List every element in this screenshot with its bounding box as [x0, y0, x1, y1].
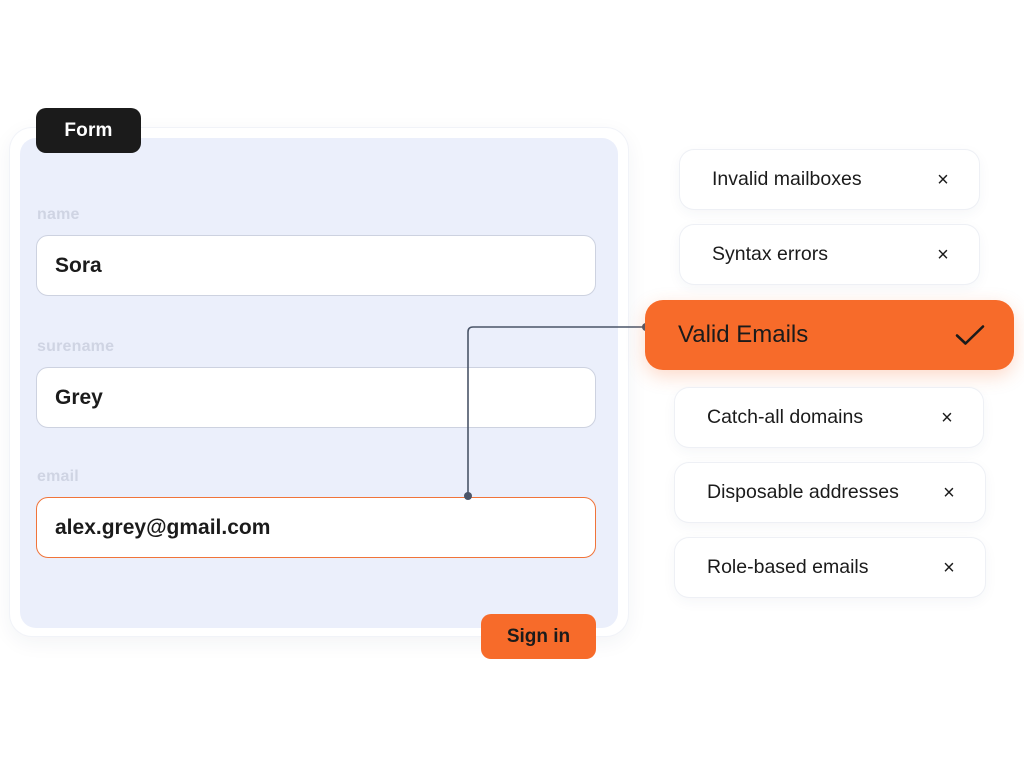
close-icon[interactable]: × — [937, 168, 949, 191]
surename-label: surename — [37, 338, 115, 355]
name-field[interactable]: Sora — [36, 235, 596, 296]
email-field[interactable]: alex.grey@gmail.com — [36, 497, 596, 558]
pill-invalid-mailboxes: Invalid mailboxes × — [680, 150, 979, 209]
form-tag: Form — [36, 108, 141, 153]
close-icon[interactable]: × — [943, 556, 955, 579]
surename-field[interactable]: Grey — [36, 367, 596, 428]
close-icon[interactable]: × — [941, 406, 953, 429]
pill-disposable-addresses: Disposable addresses × — [675, 463, 985, 522]
pill-label: Valid Emails — [678, 321, 809, 348]
close-icon[interactable]: × — [937, 243, 949, 266]
pill-label: Catch-all domains — [707, 406, 864, 428]
pill-label: Syntax errors — [712, 243, 828, 265]
sign-in-button[interactable]: Sign in — [481, 614, 596, 659]
pill-label: Invalid mailboxes — [712, 168, 862, 190]
email-label: email — [37, 468, 79, 485]
pill-syntax-errors: Syntax errors × — [680, 225, 979, 284]
pill-role-based-emails: Role-based emails × — [675, 538, 985, 597]
close-icon[interactable]: × — [943, 481, 955, 504]
name-label: name — [37, 206, 80, 223]
check-icon[interactable] — [954, 323, 986, 347]
pill-catch-all-domains: Catch-all domains × — [675, 388, 983, 447]
pill-valid-emails: Valid Emails — [645, 300, 1014, 370]
pill-label: Role-based emails — [707, 556, 869, 578]
pill-label: Disposable addresses — [707, 481, 899, 503]
